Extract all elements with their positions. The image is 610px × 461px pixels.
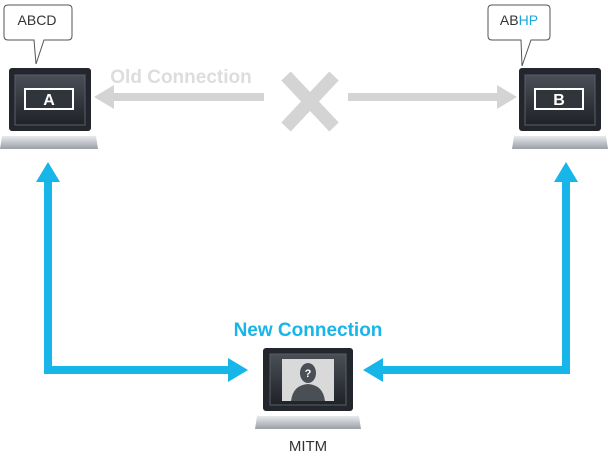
unknown-user-icon: ? bbox=[291, 363, 325, 401]
new-connection-label: New Connection bbox=[234, 320, 383, 341]
mitm-unknown-glyph: ? bbox=[305, 368, 312, 380]
bubble-b-prefix: AB bbox=[500, 12, 519, 28]
laptop-mitm-base bbox=[255, 416, 361, 429]
laptop-a: A bbox=[0, 68, 98, 149]
new-connection: New Connection bbox=[36, 162, 578, 382]
speech-bubble-a: ABCD bbox=[3, 4, 73, 65]
old-connection-label: Old Connection bbox=[110, 67, 251, 88]
new-connection-arrowhead-a bbox=[36, 162, 60, 182]
new-connection-path-right bbox=[383, 180, 570, 374]
speech-bubble-b: ABHP bbox=[487, 4, 551, 67]
laptop-b-base bbox=[512, 136, 608, 149]
old-connection: Old Connection bbox=[94, 67, 517, 132]
new-connection-arrowhead-b bbox=[554, 162, 578, 182]
new-connection-path-left bbox=[44, 180, 228, 374]
old-connection-arrowhead-right bbox=[497, 85, 517, 109]
bubble-b-highlight: HP bbox=[519, 12, 538, 28]
new-connection-arrowhead-mitm-left bbox=[228, 358, 248, 382]
laptop-a-base bbox=[0, 136, 98, 149]
old-connection-line-left bbox=[112, 93, 264, 101]
laptop-mitm-caption: MITM bbox=[289, 438, 327, 455]
laptop-mitm: ? MITM bbox=[255, 348, 361, 455]
old-connection-arrowhead-left bbox=[94, 85, 114, 109]
laptop-a-label: A bbox=[43, 92, 55, 109]
bubble-b-text: ABHP bbox=[500, 12, 538, 28]
laptop-b: B bbox=[512, 68, 608, 149]
bubble-a-text: ABCD bbox=[18, 12, 57, 28]
x-icon bbox=[281, 71, 339, 132]
new-connection-arrowhead-mitm-right bbox=[363, 358, 383, 382]
laptop-b-label: B bbox=[553, 92, 565, 109]
old-connection-line-right bbox=[348, 93, 500, 101]
